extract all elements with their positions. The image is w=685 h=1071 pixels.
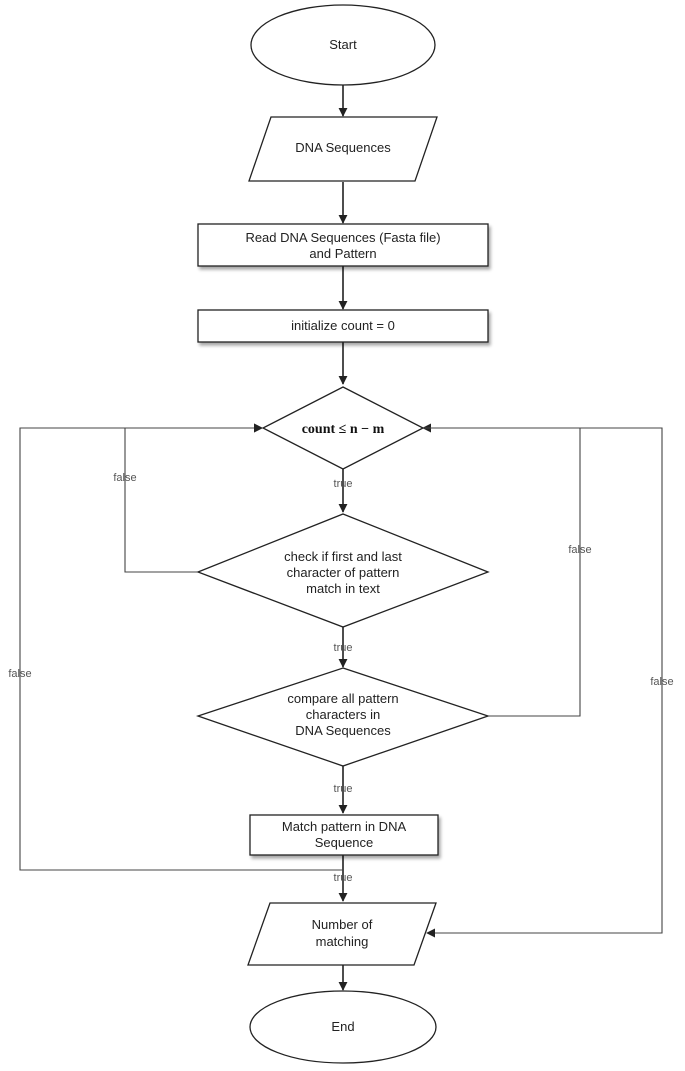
start-terminator: Start (250, 4, 436, 86)
label-false-outer-right: false (650, 676, 673, 688)
loop-outer-left-false (19, 423, 343, 871)
check-step-line-3: match in text (306, 581, 380, 596)
end-terminator: End (249, 990, 437, 1064)
compare-step-line-3: DNA Sequences (295, 723, 391, 738)
check-step-line-2: character of pattern (287, 565, 400, 580)
read-step-line-2: and Pattern (309, 246, 376, 261)
compare-step-line-2: characters in (306, 707, 380, 722)
label-true-compare: true (334, 783, 353, 795)
connectors (19, 85, 663, 991)
match-step-line-1: Match pattern in DNA (282, 819, 407, 834)
input-dna-sequences-label: DNA Sequences (295, 140, 391, 155)
check-step-line-1: check if first and last (284, 549, 402, 564)
output-step-line-1: Number of (312, 917, 373, 932)
label-false-compare: false (568, 544, 591, 556)
label-false-check: false (113, 472, 136, 484)
end-label: End (331, 1019, 354, 1034)
edge-labels: false false false false true true true t… (8, 472, 673, 884)
label-true-check: true (334, 642, 353, 654)
label-true-match: true (334, 872, 353, 884)
loop-outer-right-false (423, 427, 663, 938)
match-step-line-2: Sequence (315, 835, 374, 850)
process-match-pattern: Match pattern in DNA Sequence (249, 814, 439, 856)
process-initialize-count: initialize count = 0 (197, 309, 489, 343)
compare-step-line-1: compare all pattern (287, 691, 398, 706)
decision-loop-condition: count ≤ n − m (261, 386, 425, 470)
input-dna-sequences: DNA Sequences (248, 116, 438, 182)
label-true-condition: true (334, 478, 353, 490)
label-false-outer-left: false (8, 668, 31, 680)
init-step-label: initialize count = 0 (291, 318, 395, 333)
decision-compare-all: compare all pattern characters in DNA Se… (195, 667, 491, 767)
output-number-of-matching: Number of matching (247, 902, 437, 966)
start-label: Start (329, 37, 357, 52)
loop-condition-label: count ≤ n − m (302, 422, 385, 437)
decision-check-first-last: check if first and last character of pat… (196, 513, 490, 628)
loop-check-false (124, 423, 263, 573)
read-step-line-1: Read DNA Sequences (Fasta file) (245, 230, 440, 245)
output-step-line-2: matching (316, 934, 369, 949)
process-read-sequences: Read DNA Sequences (Fasta file) and Patt… (197, 223, 489, 267)
